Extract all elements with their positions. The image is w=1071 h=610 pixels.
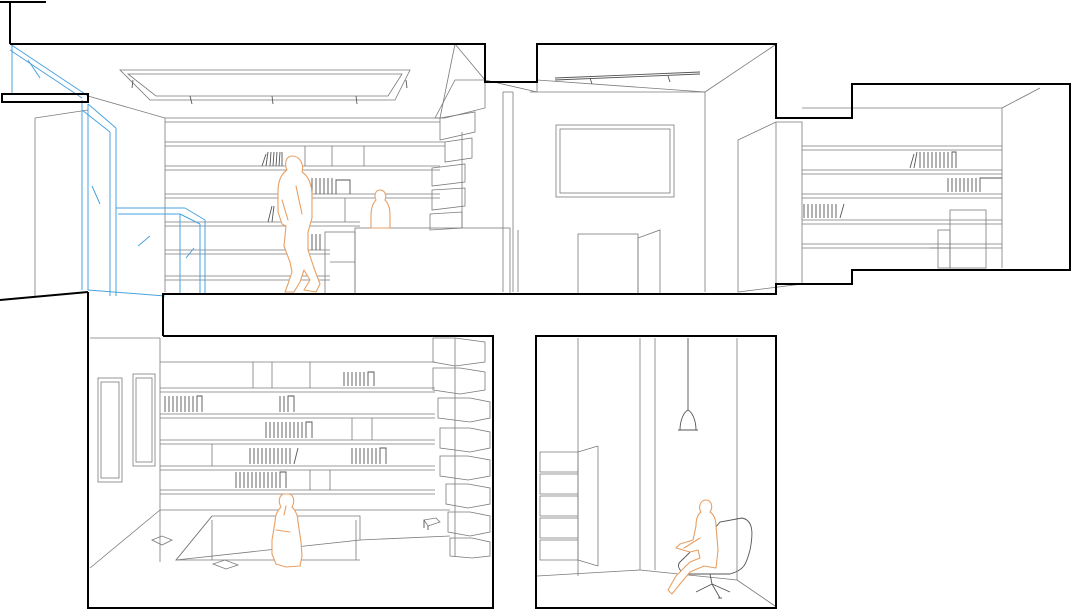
lower-stair bbox=[539, 445, 599, 567]
seated-child-figure bbox=[271, 493, 303, 568]
track-lighting bbox=[119, 69, 411, 105]
seated-person-figure bbox=[667, 499, 719, 595]
framed-panel bbox=[97, 377, 123, 483]
lower-left-room bbox=[89, 337, 491, 570]
doorway bbox=[577, 233, 639, 295]
framed-picture bbox=[555, 124, 675, 198]
lounge-chair bbox=[678, 517, 753, 599]
lower-right-room bbox=[536, 338, 776, 607]
right-room-bookshelf bbox=[802, 87, 1041, 269]
pendant-lamp bbox=[678, 338, 698, 431]
upper-staircase bbox=[429, 79, 486, 231]
framed-panel bbox=[132, 373, 156, 467]
glass-facade bbox=[9, 43, 206, 297]
upper-counter bbox=[324, 227, 511, 295]
lower-floating-stair bbox=[432, 337, 491, 559]
sunken-reading-pit bbox=[151, 515, 451, 570]
lower-bookshelf-wall bbox=[160, 361, 435, 495]
cabinet bbox=[949, 209, 987, 269]
seated-child-figure-upper bbox=[370, 189, 391, 229]
standing-person-figure bbox=[277, 155, 321, 293]
